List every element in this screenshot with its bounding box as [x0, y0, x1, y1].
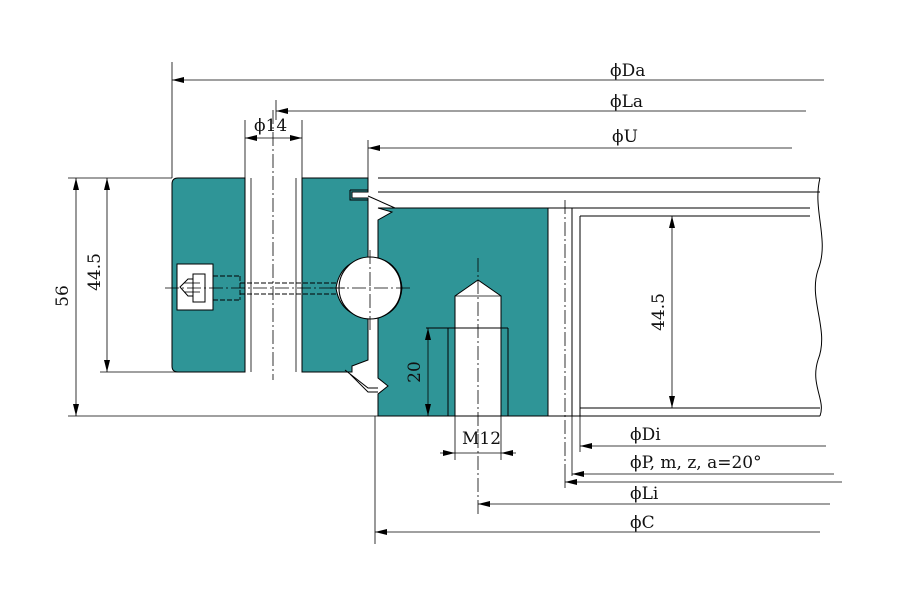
m12-label: M12	[462, 429, 501, 449]
phi-di-label: ϕDi	[630, 425, 661, 445]
ball	[330, 250, 410, 330]
inner-ring-section	[377, 207, 549, 417]
phi-u-label: ϕU	[612, 127, 638, 147]
phi-14-label: ϕ14	[254, 116, 287, 136]
phi-p-label: ϕP, m, z, a=20°	[630, 453, 762, 473]
phi-da-label: ϕDa	[610, 61, 645, 81]
phi-c-label: ϕC	[630, 513, 655, 533]
dim-44-5-right-label: 44.5	[649, 293, 669, 331]
through-hole	[244, 110, 303, 380]
seals	[344, 189, 396, 393]
tapped-hole	[426, 258, 509, 516]
m12-dimension: M12	[440, 416, 516, 460]
dim-20: 20	[405, 328, 431, 416]
phi-la-label: ϕLa	[610, 92, 643, 112]
top-dimensions: ϕDa ϕLa ϕU ϕ14	[171, 61, 824, 178]
left-dimensions: 56 44.5	[53, 177, 378, 417]
dim-20-label: 20	[405, 361, 425, 383]
gear-side	[378, 177, 823, 470]
phi-li-label: ϕLi	[630, 484, 659, 504]
grease-nipple	[165, 263, 345, 311]
dim-44-5-left-label: 44.5	[85, 253, 105, 291]
bottom-dimensions: ϕDi ϕP, m, z, a=20° ϕLi ϕC	[374, 416, 842, 544]
right-dimension: 44.5	[649, 216, 675, 408]
dim-56-label: 56	[53, 285, 73, 307]
